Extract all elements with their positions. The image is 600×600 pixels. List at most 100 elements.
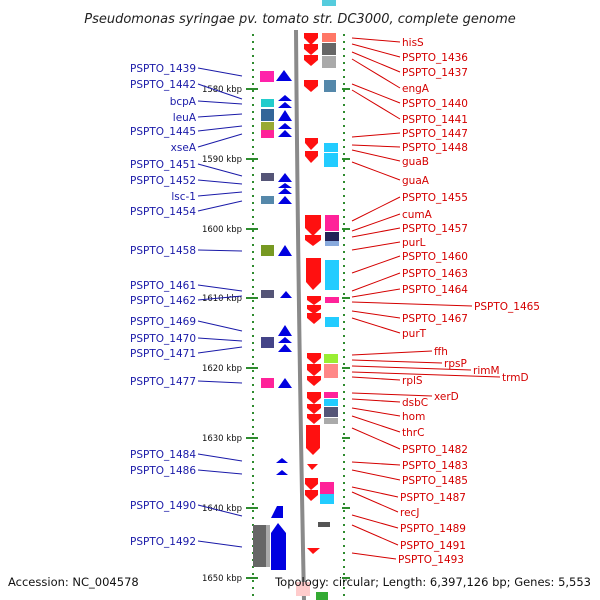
gene-label[interactable]: PSPTO_1467: [402, 313, 468, 325]
strand-dot: [343, 496, 345, 498]
gene-label[interactable]: xseA: [171, 142, 197, 154]
gene-label[interactable]: PSPTO_1461: [130, 280, 196, 292]
gene-arrow-icon: [278, 173, 292, 182]
strand-dot: [252, 580, 254, 582]
strand-dot: [343, 433, 345, 435]
gene-label[interactable]: PSPTO_1470: [130, 333, 196, 345]
leader-line: [351, 407, 401, 417]
gene-label[interactable]: PSPTO_1483: [402, 460, 468, 472]
gene-label[interactable]: PSPTO_1463: [402, 268, 468, 280]
feature-block: [325, 241, 339, 246]
gene-label[interactable]: PSPTO_1477: [130, 376, 196, 388]
feature-block: [261, 196, 274, 204]
gene-label[interactable]: rpsP: [444, 358, 467, 370]
leader-line: [351, 272, 401, 292]
gene-label[interactable]: PSPTO_1485: [402, 475, 468, 487]
gene-label[interactable]: rplS: [402, 375, 423, 387]
gene-label[interactable]: PSPTO_1493: [398, 554, 464, 566]
gene-label[interactable]: purT: [402, 328, 427, 340]
gene-label[interactable]: PSPTO_1436: [402, 52, 468, 64]
right-features: [296, 0, 339, 600]
gene-label[interactable]: PSPTO_1455: [402, 192, 468, 204]
gene-label[interactable]: engA: [402, 83, 430, 95]
strand-dot: [343, 475, 345, 477]
gene-label[interactable]: PSPTO_1447: [402, 128, 468, 140]
gene-label[interactable]: PSPTO_1437: [402, 67, 468, 79]
gene-label[interactable]: rimM: [473, 365, 500, 377]
gene-label[interactable]: PSPTO_1454: [130, 206, 196, 218]
strand-dot: [343, 342, 345, 344]
gene-label[interactable]: PSPTO_1452: [130, 175, 196, 187]
gene-label[interactable]: PSPTO_1439: [130, 63, 196, 75]
strand-dot: [252, 181, 254, 183]
feature-block: [320, 494, 334, 504]
strand-dot: [252, 377, 254, 379]
gene-label[interactable]: PSPTO_1445: [130, 126, 196, 138]
gene-label[interactable]: PSPTO_1441: [402, 114, 468, 126]
gene-label[interactable]: PSPTO_1448: [402, 142, 468, 154]
gene-arrow-icon: [278, 196, 292, 204]
gene-arrow-icon: [307, 305, 321, 314]
strand-dot: [252, 62, 254, 64]
gene-label[interactable]: bcpA: [170, 96, 197, 108]
gene-label[interactable]: PSPTO_1490: [130, 500, 196, 512]
strand-dot: [343, 258, 345, 260]
feature-block: [316, 592, 328, 600]
strand-dot: [252, 468, 254, 470]
feature-block: [325, 232, 339, 241]
strand-dot: [343, 34, 345, 36]
strand-dot: [343, 132, 345, 134]
leader-line: [351, 51, 401, 73]
gene-label[interactable]: PSPTO_1491: [400, 540, 466, 552]
leader-line: [351, 301, 473, 307]
gene-label[interactable]: PSPTO_1489: [400, 523, 466, 535]
gene-label[interactable]: xerD: [434, 391, 459, 403]
gene-label[interactable]: guaB: [402, 156, 429, 168]
strand-dot: [252, 454, 254, 456]
strand-dot: [252, 160, 254, 162]
leader-line: [351, 196, 401, 222]
gene-label[interactable]: PSPTO_1484: [130, 449, 196, 461]
strand-dot: [343, 237, 345, 239]
strand-dot: [252, 510, 254, 512]
gene-label[interactable]: dsbC: [402, 397, 428, 409]
gene-label[interactable]: PSPTO_1440: [402, 98, 468, 110]
strand-dot: [343, 69, 345, 71]
strand-dot: [252, 517, 254, 519]
gene-label[interactable]: PSPTO_1462: [130, 295, 196, 307]
gene-label[interactable]: thrC: [402, 427, 424, 439]
gene-label[interactable]: cumA: [402, 209, 433, 221]
gene-label[interactable]: guaA: [402, 175, 430, 187]
gene-label[interactable]: lsc-1: [171, 191, 196, 203]
leader-line: [351, 371, 501, 378]
strand-dot: [252, 384, 254, 386]
gene-label[interactable]: PSPTO_1460: [402, 251, 468, 263]
gene-label[interactable]: purL: [402, 237, 426, 249]
gene-label[interactable]: PSPTO_1457: [402, 223, 468, 235]
gene-label[interactable]: PSPTO_1458: [130, 245, 196, 257]
gene-label[interactable]: PSPTO_1469: [130, 316, 196, 328]
leader-line: [351, 415, 401, 433]
gene-label[interactable]: hisS: [402, 37, 424, 49]
gene-label[interactable]: PSPTO_1486: [130, 465, 196, 477]
gene-arrow-icon: [278, 95, 292, 101]
strand-dot: [343, 209, 345, 211]
gene-label[interactable]: PSPTO_1487: [400, 492, 466, 504]
gene-label[interactable]: ffh: [434, 346, 448, 358]
gene-label[interactable]: PSPTO_1471: [130, 348, 196, 360]
gene-label[interactable]: PSPTO_1492: [130, 536, 196, 548]
gene-label[interactable]: trmD: [502, 372, 529, 384]
gene-label[interactable]: PSPTO_1464: [402, 284, 468, 296]
gene-label[interactable]: PSPTO_1482: [402, 444, 468, 456]
gene-label[interactable]: leuA: [173, 112, 197, 124]
strand-dot: [343, 489, 345, 491]
strand-dot: [252, 146, 254, 148]
strand-dot: [252, 489, 254, 491]
strand-dot: [343, 195, 345, 197]
gene-label[interactable]: recJ: [400, 507, 419, 519]
gene-label[interactable]: PSPTO_1442: [130, 79, 196, 91]
gene-label[interactable]: PSPTO_1465: [474, 301, 540, 313]
gene-arrow-icon: [307, 414, 321, 424]
gene-label[interactable]: PSPTO_1451: [130, 159, 196, 171]
gene-label[interactable]: hom: [402, 411, 425, 423]
